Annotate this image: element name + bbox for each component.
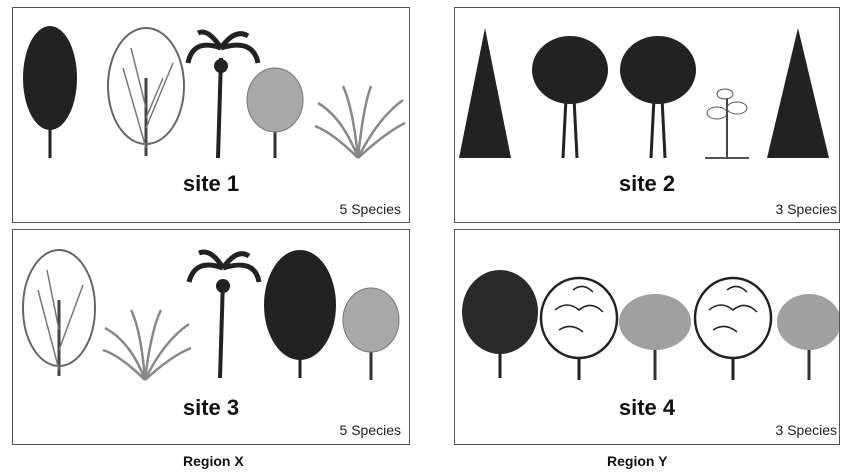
shrub-icon bbox=[247, 68, 303, 158]
dark-leafy-tree-icon bbox=[462, 270, 538, 378]
site-3-panel: site 3 5 Species bbox=[12, 229, 410, 445]
site-2-title: site 2 bbox=[455, 171, 839, 197]
deciduous-tree-icon bbox=[23, 250, 95, 376]
site-2-panel: site 2 3 Species bbox=[454, 7, 840, 223]
site-1-panel: site 1 5 Species bbox=[12, 7, 410, 223]
spruce-icon bbox=[459, 28, 511, 158]
broadleaf-tree-icon bbox=[532, 36, 608, 158]
light-leafy-tree-icon bbox=[619, 294, 691, 380]
site-4-plants bbox=[455, 230, 839, 390]
site-4-title: site 4 bbox=[455, 395, 839, 421]
site-3-title: site 3 bbox=[13, 395, 409, 421]
palm-tree-icon bbox=[189, 252, 259, 378]
spruce-icon bbox=[767, 28, 829, 158]
site-3-species-count: 5 Species bbox=[340, 422, 401, 438]
site-1-species-count: 5 Species bbox=[340, 201, 401, 217]
broadleaf-tree-icon bbox=[620, 36, 696, 158]
site-1-title: site 1 bbox=[13, 171, 409, 197]
outlined-tree-icon bbox=[541, 278, 617, 380]
site-4-panel: site 4 3 Species bbox=[454, 229, 840, 445]
site-3-plants bbox=[13, 230, 409, 390]
sapling-icon bbox=[705, 89, 749, 158]
site-1-plants bbox=[13, 8, 409, 168]
deciduous-tree-icon bbox=[108, 28, 184, 156]
site-2-plants bbox=[455, 8, 839, 168]
conifer-icon bbox=[23, 26, 77, 158]
region-y-label: Region Y bbox=[607, 453, 667, 469]
region-x-label: Region X bbox=[183, 453, 244, 469]
light-leafy-tree-icon bbox=[777, 294, 839, 380]
shrub-icon bbox=[343, 288, 399, 380]
grass-icon bbox=[103, 310, 191, 380]
conifer-icon bbox=[264, 250, 336, 378]
site-2-species-count: 3 Species bbox=[776, 201, 837, 217]
site-4-species-count: 3 Species bbox=[776, 422, 837, 438]
grass-icon bbox=[315, 86, 405, 158]
outlined-tree-icon bbox=[695, 278, 771, 380]
